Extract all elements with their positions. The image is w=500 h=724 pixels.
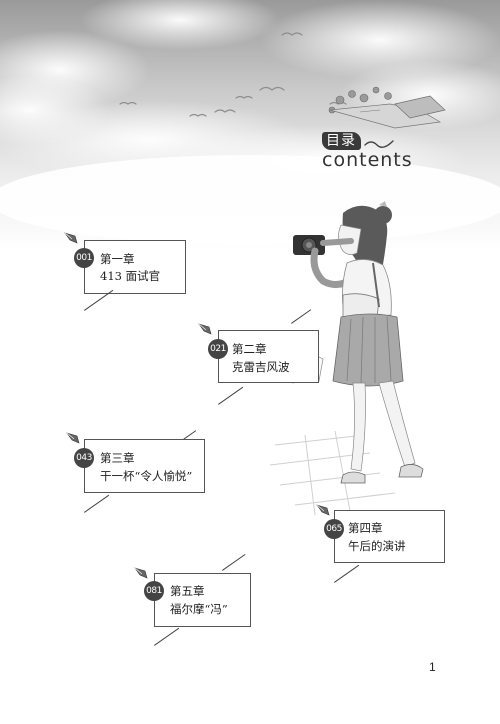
chapter-page-number-badge: 081 <box>144 581 164 601</box>
chapter-entry-3[interactable]: 043 第三章 干一杯“令人愉悦” <box>64 420 214 520</box>
chapter-subtitle: 午后的演讲 <box>348 539 406 553</box>
page-number: 1 <box>429 660 436 674</box>
chapter-decor-line <box>154 627 180 646</box>
chapter-entry-2[interactable]: 021 第二章 克雷吉风波 <box>196 297 331 412</box>
chapter-title: 第三章 <box>100 451 135 465</box>
fountain-pen-nib-icon <box>64 232 78 244</box>
fountain-pen-nib-icon <box>198 323 212 335</box>
chapter-subtitle: 克雷吉风波 <box>232 360 290 374</box>
fountain-pen-nib-icon <box>316 504 330 516</box>
chapter-frame <box>84 439 205 493</box>
chapter-page-number-badge: 021 <box>208 339 228 359</box>
chapter-subtitle: 干一杯“令人愉悦” <box>100 469 193 483</box>
chapter-page-number-badge: 065 <box>324 519 344 539</box>
chapter-decor-line <box>334 564 360 583</box>
toc-title-cn: 目录 <box>322 132 361 150</box>
chapter-subtitle: 413 面试官 <box>100 269 161 283</box>
fountain-pen-nib-icon <box>134 567 148 579</box>
chapter-entry-5[interactable]: 081 第五章 福尔摩“冯” <box>130 553 265 650</box>
chapter-frame <box>218 330 319 383</box>
fountain-pen-nib-icon <box>66 432 80 444</box>
chapter-title: 第四章 <box>348 521 383 535</box>
chapter-subtitle: 福尔摩“冯” <box>170 602 228 616</box>
sky-clouds-illustration <box>0 0 500 250</box>
chapter-page-number-badge: 001 <box>74 248 94 268</box>
chapter-title: 第五章 <box>170 584 205 598</box>
chapter-page-number-badge: 043 <box>74 448 94 468</box>
chapter-decor-line <box>222 553 246 571</box>
chapter-entry-1[interactable]: 001 第一章 413 面试官 <box>60 230 195 315</box>
chapter-frame <box>154 573 251 627</box>
toc-heading: 目录 contents <box>322 132 432 177</box>
chapter-entry-4[interactable]: 065 第四章 午后的演讲 <box>310 500 450 590</box>
chapter-frame <box>84 240 186 294</box>
squiggle-decoration-icon <box>364 140 394 148</box>
chapter-title: 第二章 <box>232 342 267 356</box>
chapter-title: 第一章 <box>100 252 135 266</box>
chapter-decor-line <box>291 309 312 324</box>
chapter-decor-line <box>218 386 244 405</box>
chapter-frame <box>334 510 445 563</box>
toc-title-en: contents <box>322 149 413 171</box>
chapter-decor-line <box>84 494 110 513</box>
